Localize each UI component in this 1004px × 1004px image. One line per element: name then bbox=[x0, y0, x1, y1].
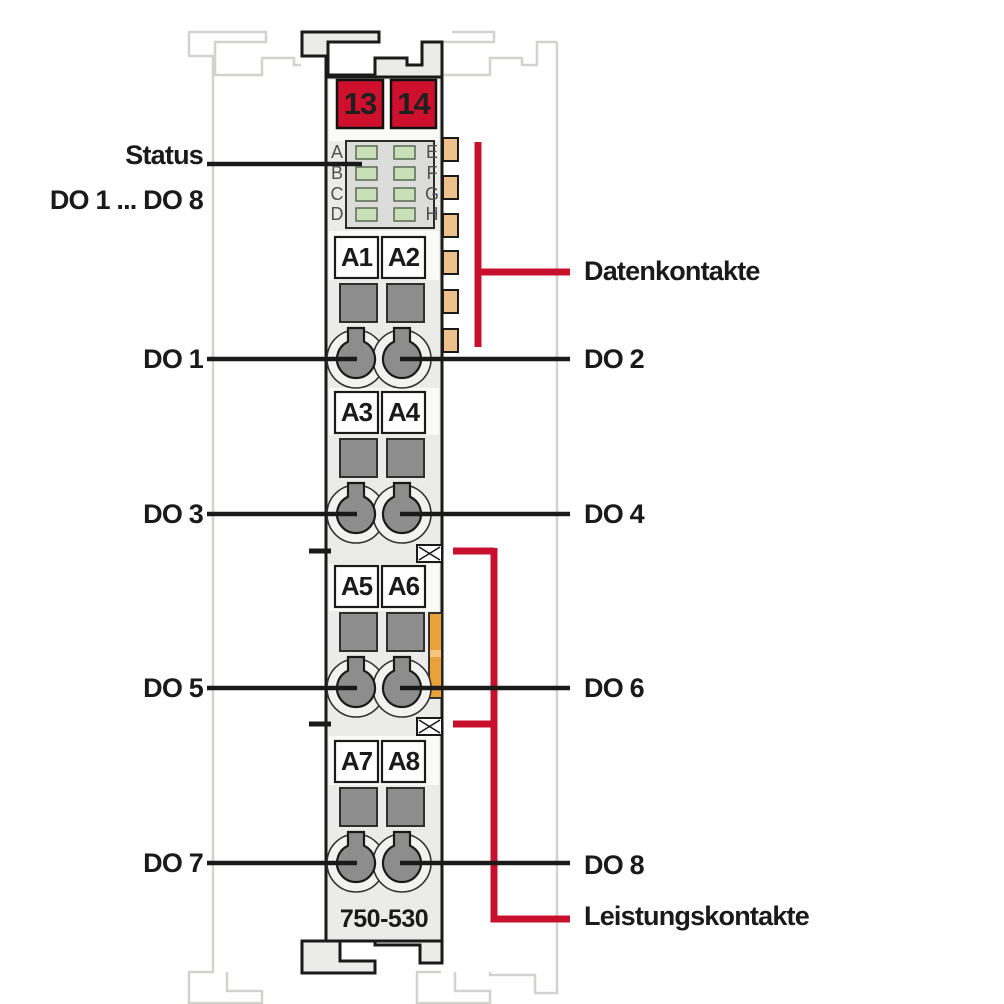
power-contacts-callout-line bbox=[453, 547, 570, 923]
terminal-label-a8: A8 bbox=[387, 746, 420, 776]
do8-label: DO 8 bbox=[584, 850, 645, 880]
do6-label: DO 6 bbox=[584, 673, 645, 703]
clamp-block-14 bbox=[389, 78, 438, 130]
led-letter-f: F bbox=[426, 163, 438, 183]
ghost-module-right-outline bbox=[415, 30, 559, 1004]
clamp-13-number: 13 bbox=[343, 86, 377, 121]
do7-label: DO 7 bbox=[143, 848, 204, 878]
terminal-label-a1: A1 bbox=[340, 242, 373, 272]
module-top-foot bbox=[300, 30, 444, 79]
clamp-block-13 bbox=[335, 78, 385, 130]
led-letter-h: H bbox=[425, 204, 439, 224]
terminal-label-a6: A6 bbox=[387, 571, 420, 601]
terminal-label-a5: A5 bbox=[340, 571, 373, 601]
led-letter-e: E bbox=[425, 142, 438, 162]
terminal-label-a2: A2 bbox=[387, 242, 420, 272]
status-label: Status bbox=[125, 140, 204, 170]
do1-label: DO 1 bbox=[143, 344, 204, 374]
terminal-label-a4: A4 bbox=[387, 397, 420, 427]
latch-orange-highlight bbox=[430, 650, 441, 657]
do2-label: DO 2 bbox=[584, 344, 645, 374]
leader-lines bbox=[207, 161, 570, 866]
led-letter-a: A bbox=[330, 142, 343, 162]
ghost-module-left-outline bbox=[187, 30, 301, 1004]
do3-label: DO 3 bbox=[143, 499, 204, 529]
data-contacts-callout-line bbox=[474, 142, 570, 347]
do4-label: DO 4 bbox=[584, 499, 645, 529]
led-letter-g: G bbox=[424, 184, 439, 204]
wire-entry-squares bbox=[339, 283, 425, 827]
clamp-14-number: 14 bbox=[397, 86, 430, 121]
leistungskontakte-label: Leistungskontakte bbox=[584, 901, 810, 931]
module-bottom-foot-left bbox=[300, 939, 377, 975]
led-letter-b: B bbox=[330, 163, 343, 183]
terminal-label-a3: A3 bbox=[340, 397, 373, 427]
data-contacts bbox=[442, 137, 459, 353]
do5-label: DO 5 bbox=[143, 673, 204, 703]
power-contact-symbol-1 bbox=[416, 544, 443, 563]
do-range-label: DO 1 ... DO 8 bbox=[49, 185, 204, 215]
led-array bbox=[355, 145, 416, 222]
power-contact-symbol-2 bbox=[416, 717, 443, 736]
model-number: 750-530 bbox=[339, 905, 429, 933]
terminal-label-boxes bbox=[333, 235, 427, 784]
module-bottom-foot-right bbox=[373, 939, 444, 965]
power-contact-dashes bbox=[309, 548, 331, 727]
terminal-label-a7: A7 bbox=[340, 746, 373, 776]
led-letter-d: D bbox=[330, 204, 344, 224]
datenkontakte-label: Datenkontakte bbox=[584, 256, 760, 286]
led-letter-c: C bbox=[330, 184, 344, 204]
